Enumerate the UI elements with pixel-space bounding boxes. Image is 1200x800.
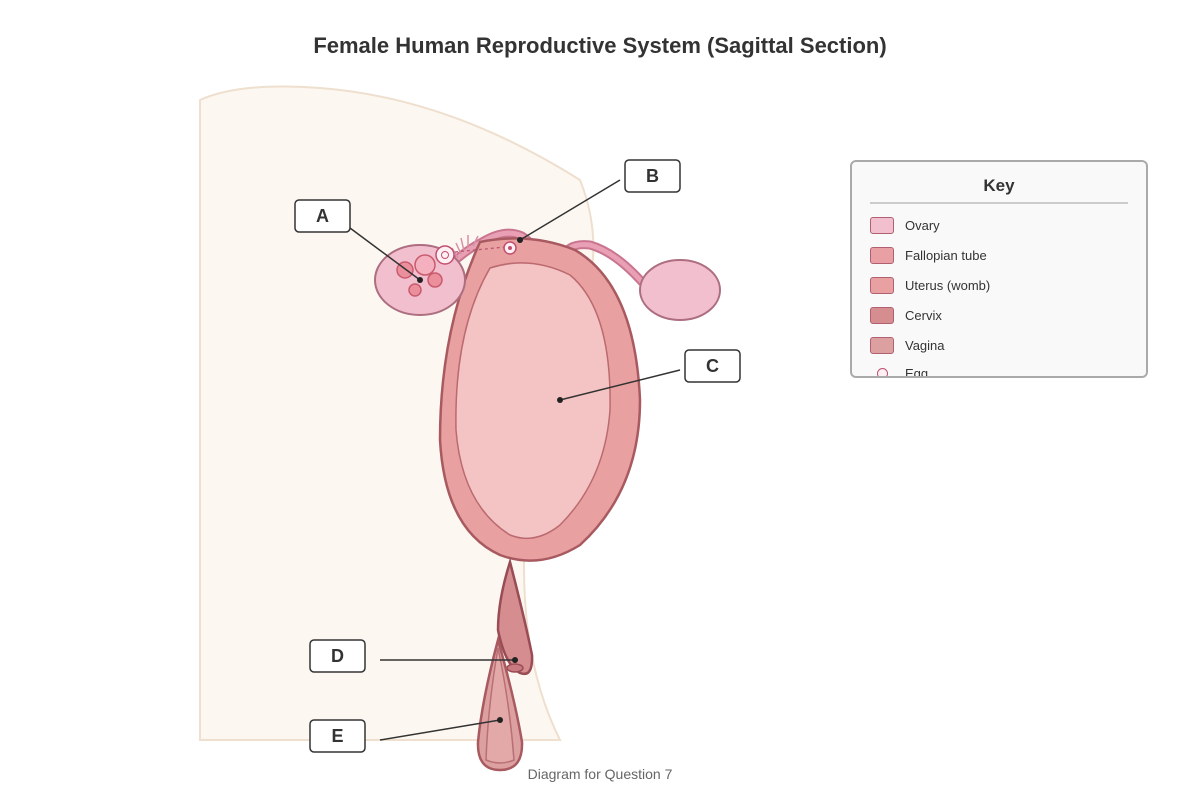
- key-legend: Key Ovary Fallopian tube Uterus (womb) C…: [850, 160, 1148, 378]
- page-title: Female Human Reproductive System (Sagitt…: [313, 33, 887, 58]
- key-item-label: Vagina: [905, 337, 945, 353]
- label-a-text: A: [316, 206, 329, 226]
- label-b-text: B: [646, 166, 659, 186]
- key-item-egg: Egg: [870, 363, 929, 378]
- egg-nucleus: [441, 251, 449, 259]
- uterus-swatch: [870, 276, 894, 294]
- follicle: [414, 254, 436, 276]
- leader-dot-a: [417, 277, 423, 283]
- key-item-label: Fallopian tube: [905, 247, 987, 263]
- cervix-swatch: [870, 306, 894, 324]
- leader-dot-b: [517, 237, 523, 243]
- ovary-swatch: [870, 216, 894, 234]
- label-d: D: [309, 639, 366, 673]
- uterine-cavity: [455, 262, 611, 540]
- leader-dot-d: [512, 657, 518, 663]
- egg: [435, 245, 455, 265]
- key-item-fallopian-tube: Fallopian tube: [870, 245, 987, 265]
- egg-swatch-icon: [870, 365, 894, 376]
- label-e: E: [309, 719, 366, 753]
- key-item-label: Cervix: [905, 307, 942, 323]
- vaginal-canal: [485, 647, 515, 764]
- leader-dot-e: [497, 717, 503, 723]
- label-a: A: [294, 199, 351, 233]
- key-item-vagina: Vagina: [870, 335, 945, 355]
- key-item-label: Uterus (womb): [905, 277, 991, 293]
- cervix: [496, 557, 534, 676]
- label-e-text: E: [331, 726, 343, 746]
- label-c-text: C: [706, 356, 719, 376]
- key-item-label: Ovary: [905, 217, 940, 233]
- key-divider: [870, 202, 1128, 204]
- fimbriae: [451, 235, 479, 259]
- leader-line-a: [349, 227, 421, 281]
- follicle: [427, 272, 443, 288]
- cervix-opening: [506, 663, 524, 673]
- right-ovary: [639, 259, 721, 321]
- label-c: C: [684, 349, 741, 383]
- fallopian-tube-swatch: [870, 246, 894, 264]
- egg-path: [454, 246, 506, 253]
- key-item-label: Egg: [905, 365, 929, 378]
- key-title: Key: [983, 176, 1015, 195]
- leader-dot-c: [557, 397, 563, 403]
- key-item-uterus: Uterus (womb): [870, 275, 990, 295]
- leader-line-e: [379, 719, 501, 741]
- label-b: B: [624, 159, 681, 193]
- leader-line-c: [559, 369, 681, 401]
- vagina-swatch: [870, 336, 894, 354]
- label-d-text: D: [331, 646, 344, 666]
- leader-line-b: [519, 179, 621, 241]
- diagram-caption: Diagram for Question 7: [527, 766, 673, 782]
- key-item-cervix: Cervix: [870, 305, 942, 325]
- key-item-ovary: Ovary: [870, 215, 940, 235]
- follicle: [408, 283, 422, 297]
